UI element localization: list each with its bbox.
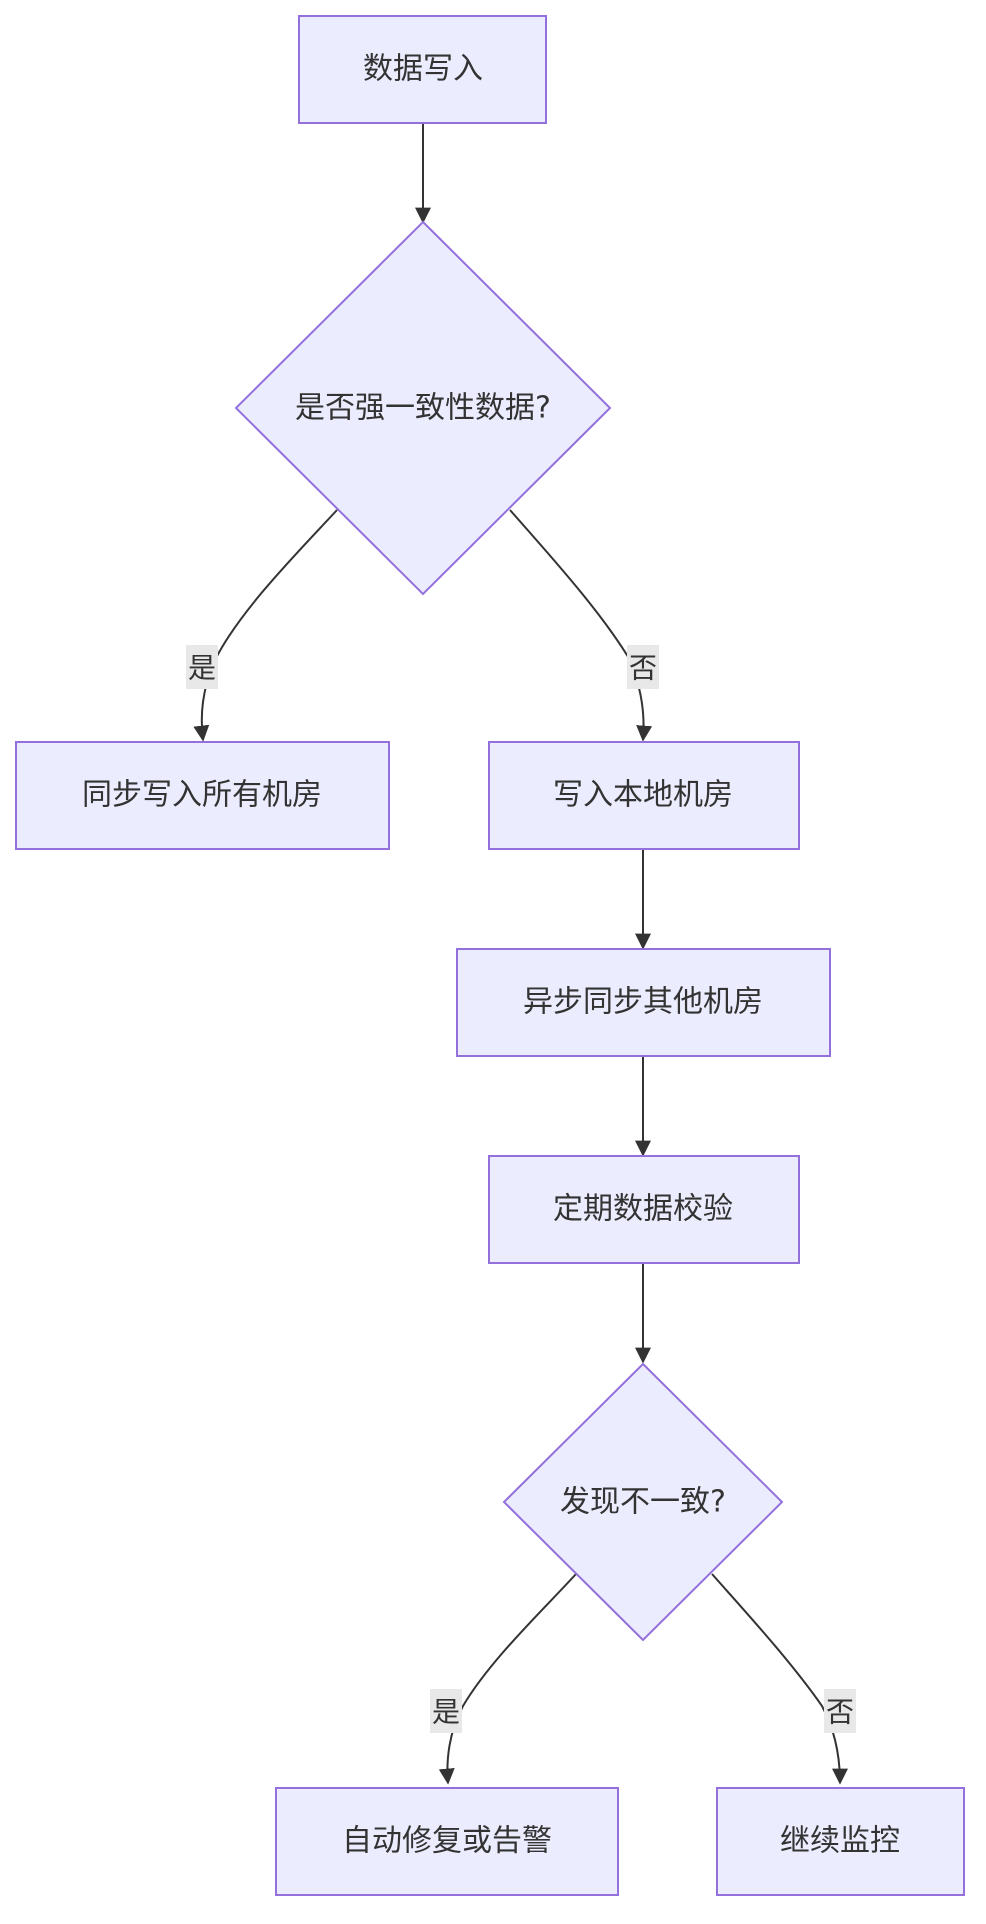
- node-label: 自动修复或告警: [342, 1824, 552, 1859]
- edge-label-text: 否: [629, 652, 657, 685]
- node-async-sync-others: 异步同步其他机房: [456, 948, 831, 1057]
- decision-strong-consistency: 是否强一致性数据?: [234, 220, 612, 596]
- edges: [193, 123, 848, 1785]
- edge-label-strong-yes: 是: [186, 645, 218, 689]
- node-auto-fix-or-alert: 自动修复或告警: [275, 1787, 619, 1896]
- node-write-local-datacenter: 写入本地机房: [488, 741, 800, 850]
- node-label: 数据写入: [363, 52, 483, 87]
- edge-label-inconsistent-no: 否: [824, 1689, 856, 1733]
- node-continue-monitoring: 继续监控: [716, 1787, 965, 1896]
- edge-label-text: 否: [826, 1696, 854, 1729]
- node-label: 写入本地机房: [553, 778, 733, 813]
- node-sync-all-datacenters: 同步写入所有机房: [15, 741, 390, 850]
- edge-inconsistent-yes: [438, 1573, 577, 1785]
- decision-label: 发现不一致?: [560, 1485, 726, 1520]
- decision-inconsistency-found: 发现不一致?: [502, 1362, 784, 1642]
- edge-label-inconsistent-yes: 是: [430, 1689, 462, 1733]
- edge-strong-check-yes: [193, 509, 338, 742]
- node-periodic-check: 定期数据校验: [488, 1155, 800, 1264]
- node-label: 同步写入所有机房: [82, 778, 322, 813]
- node-data-write: 数据写入: [298, 15, 547, 124]
- edge-inconsistent-no: [711, 1573, 848, 1785]
- edge-strong-check-no: [509, 509, 653, 742]
- edge-label-text: 是: [188, 652, 216, 685]
- decision-label: 是否强一致性数据?: [295, 391, 551, 426]
- node-label: 异步同步其他机房: [523, 985, 763, 1020]
- node-label: 定期数据校验: [553, 1192, 733, 1227]
- node-label: 继续监控: [780, 1824, 900, 1859]
- edge-label-text: 是: [432, 1696, 460, 1729]
- edge-label-strong-no: 否: [627, 645, 659, 689]
